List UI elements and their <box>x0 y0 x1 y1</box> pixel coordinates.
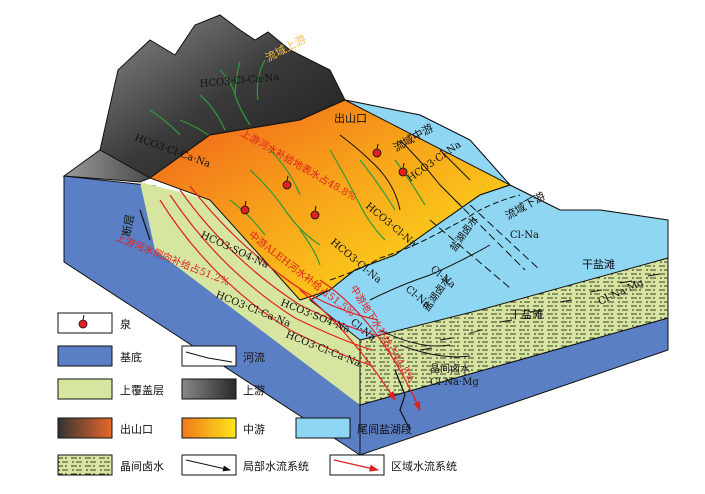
spring-2 <box>398 162 408 177</box>
legend-upstream-label: 上游 <box>243 384 265 397</box>
label-dry-salt-flat-1: 干盐滩 <box>582 257 615 271</box>
legend-regional-flow-label: 区域水流系统 <box>391 459 457 473</box>
local-flow-lines <box>379 199 541 358</box>
legend: 泉 基底 河流 上覆盖层 上游 出山口 中游 尾闾盐湖段 晶间卤水 局部水流系统 <box>57 312 457 476</box>
salt-lake-shoreline <box>329 194 521 281</box>
legend-basement-swatch <box>57 345 113 367</box>
legend-river-label: 河流 <box>243 350 265 364</box>
regional-flow-arrow-1 <box>299 289 396 402</box>
hydrochem-10: Cl-Na <box>510 230 539 241</box>
overburden-front-left-body <box>140 182 360 405</box>
label-fault: 断层 <box>119 213 137 237</box>
legend-basement-label: 基底 <box>120 350 142 364</box>
legend-interbrine-label: 晶间卤水 <box>120 460 164 473</box>
legend-interbrine-swatch <box>57 454 113 476</box>
legend-overburden-swatch <box>57 378 113 400</box>
legend-spring-label: 泉 <box>120 317 131 331</box>
label-intercrystalline-brine: 晶间卤水 <box>430 362 470 375</box>
spring-5 <box>310 205 320 220</box>
legend-local-flow-label: 局部水流系统 <box>243 459 309 473</box>
label-dry-salt-flat-2: 干盐滩 <box>510 307 543 321</box>
tail-lake-main <box>309 184 669 341</box>
springs <box>240 143 408 220</box>
legend-outlet-label: 出山口 <box>120 422 153 436</box>
spring-1 <box>372 143 382 158</box>
upstream-rivers <box>149 59 266 141</box>
hydrochem-14: Cl-Na·Mg <box>430 377 479 388</box>
legend-tail-lake-swatch <box>295 417 351 439</box>
midstream-black-rivers <box>339 134 471 216</box>
regional-flow-arrow-2 <box>319 279 421 412</box>
regional-flow-curves <box>159 185 379 366</box>
legend-midstream-label: 中游 <box>243 423 265 436</box>
legend-overburden-label: 上覆盖层 <box>120 383 164 397</box>
fault-line <box>139 209 151 241</box>
legend-upstream-swatch <box>181 378 237 400</box>
midstream-rivers <box>229 149 426 266</box>
fault-line-front <box>394 369 411 431</box>
salt-lake-inner-line <box>369 244 491 301</box>
legend-outlet-swatch <box>57 417 113 439</box>
legend-tail-lake-label: 尾闾盐湖段 <box>357 422 412 436</box>
legend-river-swatch <box>181 345 237 367</box>
brine-dashes <box>419 273 661 351</box>
legend-midstream-swatch <box>181 417 237 439</box>
label-mountain-outlet: 出山口 <box>334 111 367 125</box>
spring-4 <box>240 200 250 215</box>
spring-3 <box>282 175 292 190</box>
